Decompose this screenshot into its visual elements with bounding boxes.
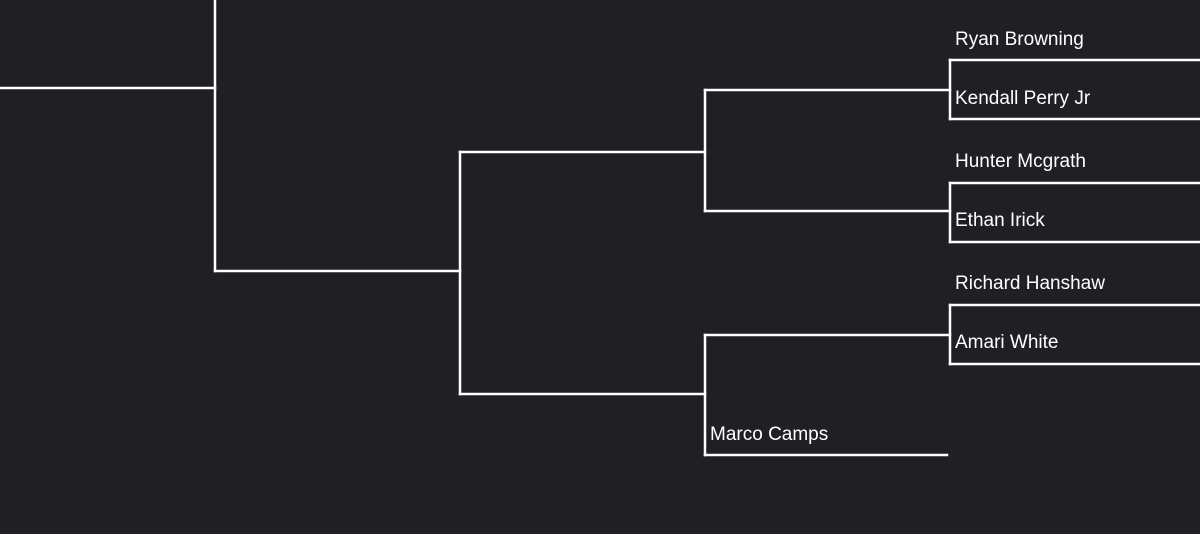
player-name-richard-hanshaw: Richard Hanshaw [955, 273, 1105, 294]
player-name-ethan-irick: Ethan Irick [955, 210, 1045, 231]
player-name-marco-camps: Marco Camps [710, 424, 829, 445]
player-name-hunter-mcgrath: Hunter Mcgrath [955, 151, 1086, 172]
player-name-kendall-perry-jr: Kendall Perry Jr [955, 88, 1091, 109]
player-name-amari-white: Amari White [955, 332, 1059, 353]
player-name-ryan-browning: Ryan Browning [955, 29, 1084, 50]
